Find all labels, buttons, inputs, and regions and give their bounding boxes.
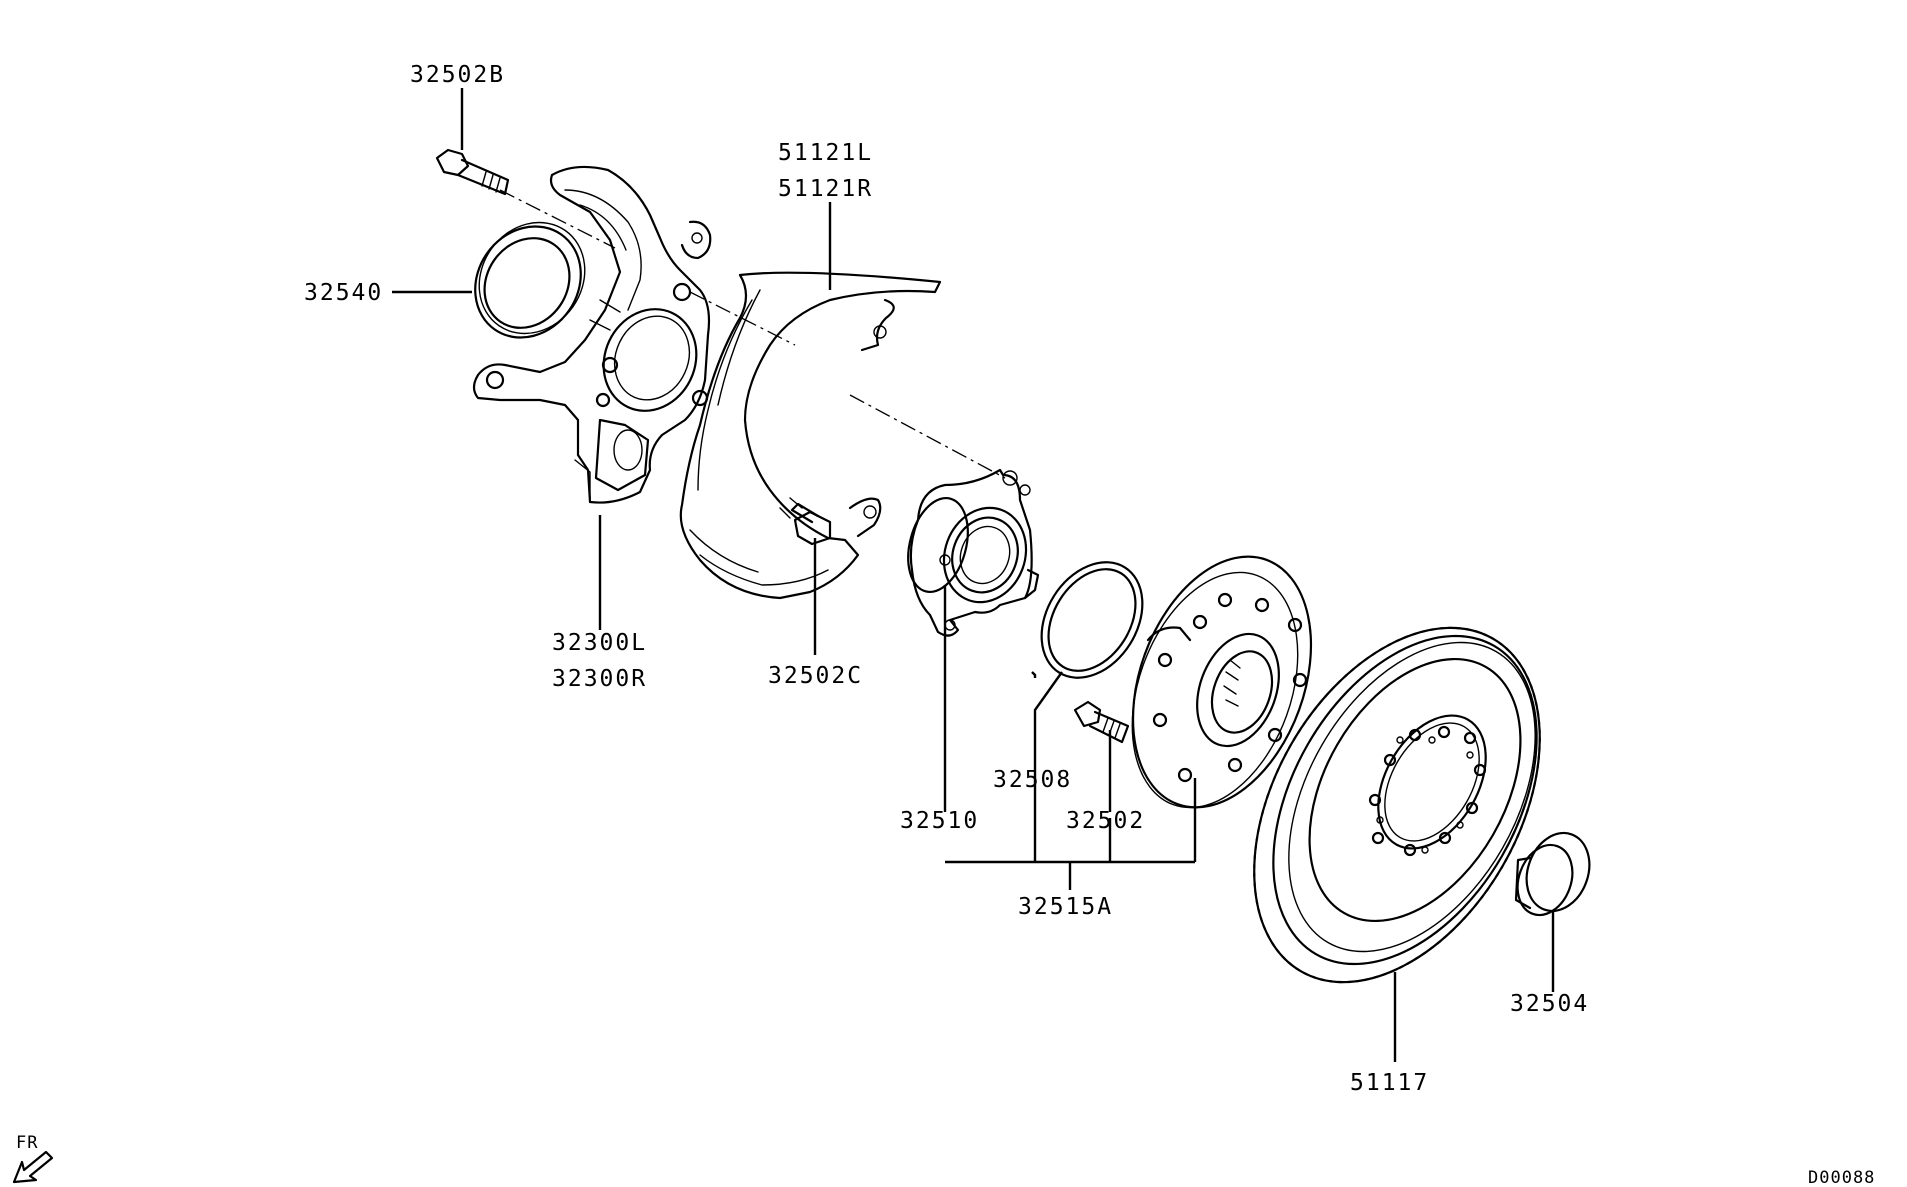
steering-knuckle: [472, 165, 712, 504]
label-32508: 32508: [993, 767, 1072, 793]
label-51121R: 51121R: [778, 176, 873, 202]
hub-bolt: [1073, 700, 1130, 744]
label-32502B: 32502B: [410, 62, 505, 88]
front-direction-arrow-icon: [12, 1150, 54, 1184]
orientation-marker: FR: [12, 1133, 54, 1184]
center-lines: [499, 189, 1006, 479]
shield-stud-bolt: [790, 502, 832, 546]
label-32502C: 32502C: [768, 663, 863, 689]
hub-flange: [1131, 555, 1313, 809]
label-32510: 32510: [900, 808, 979, 834]
brake-disc: [1253, 626, 1541, 984]
leader-lines: [392, 88, 1555, 1062]
label-32515A: 32515A: [1018, 894, 1113, 920]
orientation-label: FR: [16, 1133, 38, 1153]
hub-bearing-housing: [907, 468, 1040, 637]
label-32540: 32540: [304, 280, 383, 306]
dust-shield: [679, 271, 942, 600]
label-51117: 51117: [1350, 1070, 1429, 1096]
label-32504: 32504: [1510, 991, 1589, 1017]
label-32300R: 32300R: [552, 666, 647, 692]
oil-seal-ring: [474, 221, 586, 339]
snap-ring: [1040, 561, 1144, 679]
diagram-code: D00088: [1808, 1168, 1875, 1187]
hub-cap: [1514, 831, 1591, 917]
part-labels: 32502B 32540 51121L 51121R 32300L 32300R…: [304, 62, 1589, 1096]
label-32502: 32502: [1066, 808, 1145, 834]
knuckle-bolt: [435, 148, 510, 196]
label-51121L: 51121L: [778, 140, 873, 166]
label-32300L: 32300L: [552, 630, 647, 656]
